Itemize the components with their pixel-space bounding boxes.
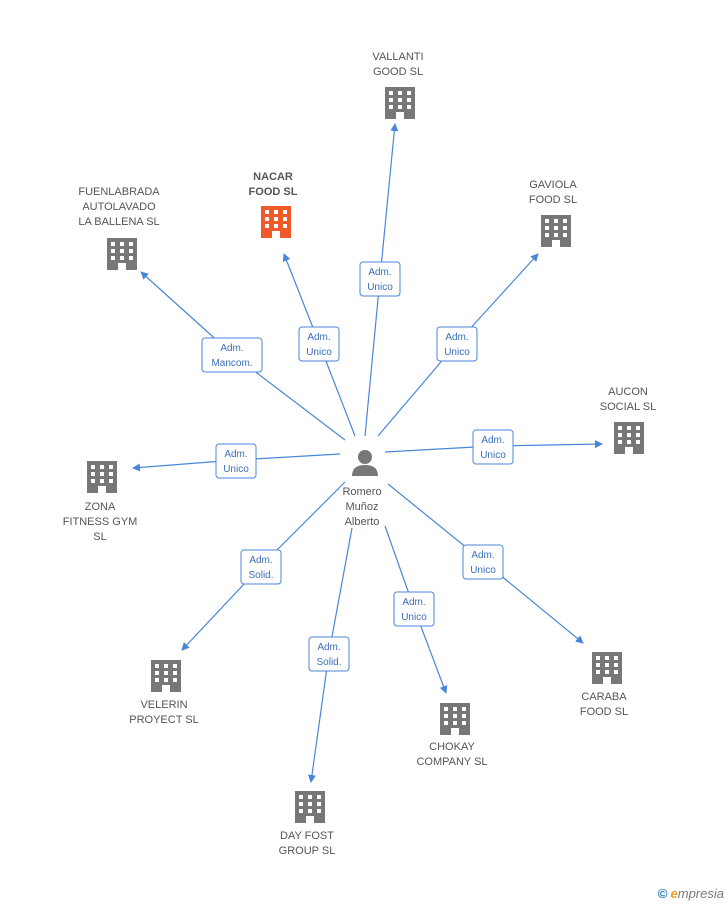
company-node-gaviola[interactable]: GAVIOLA FOOD SL — [529, 179, 578, 247]
copyright-icon: © — [657, 886, 668, 901]
role-box-gaviola[interactable]: Adm. Unico — [436, 326, 478, 362]
company-name-line-2: FITNESS GYM — [63, 516, 138, 528]
company-node-nacar[interactable]: NACAR FOOD SL — [249, 171, 298, 238]
company-name-line-1: GAVIOLA — [529, 179, 577, 191]
role-text-2: Unico — [223, 464, 249, 475]
person-icon — [352, 450, 378, 476]
company-name-line-2: GROUP SL — [279, 845, 336, 857]
center-person[interactable]: Romero Muñoz Alberto — [342, 450, 382, 528]
role-box-frame — [240, 549, 282, 585]
role-box-frame — [359, 261, 401, 297]
company-name-line-3: LA BALLENA SL — [78, 216, 159, 228]
building-icon — [541, 215, 571, 247]
company-node-aucon[interactable]: AUCON SOCIAL SL — [600, 386, 656, 454]
role-box-frame — [298, 326, 340, 362]
role-box-fuenlabrada[interactable]: Adm. Mancom. — [201, 337, 263, 373]
company-nodes: VALLANTI GOOD SL NACAR FOOD SL FUENLABRADA AU… — [63, 51, 657, 857]
company-name-line-1: NACAR — [253, 171, 293, 183]
building-icon — [614, 422, 644, 454]
company-node-chokay[interactable]: CHOKAY COMPANY SL — [416, 703, 488, 768]
role-labels: Adm.UnicoAdm.UnicoAdm.Mancom.Adm.UnicoAd… — [201, 261, 514, 672]
company-name-line-2: AUTOLAVADO — [82, 201, 156, 213]
person-name-line-2: Muñoz — [345, 501, 378, 513]
role-box-frame — [201, 337, 263, 373]
building-icon — [151, 660, 181, 692]
building-icon — [261, 206, 291, 238]
building-icon — [295, 791, 325, 823]
role-box-aucon[interactable]: Adm. Unico — [472, 429, 514, 465]
company-name-line-1: ZONA — [85, 501, 116, 513]
brand-e: e — [670, 886, 678, 901]
role-text-1: Adm. — [481, 435, 504, 446]
company-name-line-2: SOCIAL SL — [600, 401, 656, 413]
person-name-line-1: Romero — [342, 486, 381, 498]
building-icon — [385, 87, 415, 119]
role-text-1: Adm. — [445, 332, 468, 343]
role-text-1: Adm. — [471, 550, 494, 561]
company-name-line-1: AUCON — [608, 386, 648, 398]
role-text-2: Unico — [401, 612, 427, 623]
company-name-line-2: FOOD SL — [580, 706, 628, 718]
role-text-1: Adm. — [307, 332, 330, 343]
role-text-2: Unico — [480, 450, 506, 461]
role-box-frame — [462, 544, 504, 580]
role-box-frame — [215, 443, 257, 479]
role-box-caraba[interactable]: Adm. Unico — [462, 544, 504, 580]
role-text-2: Mancom. — [211, 358, 252, 369]
empresia-brand[interactable]: ©empresia — [658, 886, 724, 901]
role-text-2: Solid. — [248, 570, 273, 581]
company-name-line-1: CARABA — [581, 691, 627, 703]
company-name-line-1: FUENLABRADA — [78, 186, 160, 198]
role-text-1: Adm. — [220, 343, 243, 354]
person-name-line-3: Alberto — [345, 516, 380, 528]
building-icon — [592, 652, 622, 684]
company-name-line-1: VALLANTI — [372, 51, 423, 63]
company-name-line-1: DAY FOST — [280, 830, 334, 842]
role-text-2: Solid. — [316, 657, 341, 668]
role-text-1: Adm. — [224, 449, 247, 460]
company-name-line-2: GOOD SL — [373, 66, 423, 78]
company-node-vallanti[interactable]: VALLANTI GOOD SL — [372, 51, 424, 119]
role-text-2: Unico — [306, 347, 332, 358]
company-name-line-1: VELERIN — [140, 699, 187, 711]
role-box-zona[interactable]: Adm. Unico — [215, 443, 257, 479]
role-text-2: Unico — [470, 565, 496, 576]
company-name-line-3: SL — [93, 531, 106, 543]
role-box-frame — [472, 429, 514, 465]
company-name-line-1: CHOKAY — [429, 741, 475, 753]
role-box-dayfost[interactable]: Adm. Solid. — [308, 636, 350, 672]
brand-name: mpresia — [677, 886, 724, 901]
company-node-velerin[interactable]: VELERIN PROYECT SL — [129, 660, 199, 726]
company-name-line-2: PROYECT SL — [129, 714, 199, 726]
building-icon — [87, 461, 117, 493]
company-name-line-2: COMPANY SL — [416, 756, 487, 768]
company-name-line-2: FOOD SL — [529, 194, 577, 206]
role-box-frame — [308, 636, 350, 672]
role-text-1: Adm. — [317, 642, 340, 653]
company-node-caraba[interactable]: CARABA FOOD SL — [580, 652, 628, 718]
company-name-line-2: FOOD SL — [249, 186, 298, 198]
company-node-fuenlabrada[interactable]: FUENLABRADA AUTOLAVADO LA BALLENA SL — [78, 186, 160, 270]
role-box-frame — [393, 591, 435, 627]
company-node-dayfost[interactable]: DAY FOST GROUP SL — [279, 791, 336, 857]
role-text-1: Adm. — [249, 555, 272, 566]
company-node-zona[interactable]: ZONA FITNESS GYM SL — [63, 461, 138, 543]
building-icon — [107, 238, 137, 270]
role-box-nacar[interactable]: Adm. Unico — [298, 326, 340, 362]
role-box-vallanti[interactable]: Adm. Unico — [359, 261, 401, 297]
role-text-1: Adm. — [368, 267, 391, 278]
role-box-chokay[interactable]: Adm. Unico — [393, 591, 435, 627]
role-text-2: Unico — [367, 282, 393, 293]
role-box-frame — [436, 326, 478, 362]
role-box-velerin[interactable]: Adm. Solid. — [240, 549, 282, 585]
role-text-2: Unico — [444, 347, 470, 358]
role-text-1: Adm. — [402, 597, 425, 608]
building-icon — [440, 703, 470, 735]
